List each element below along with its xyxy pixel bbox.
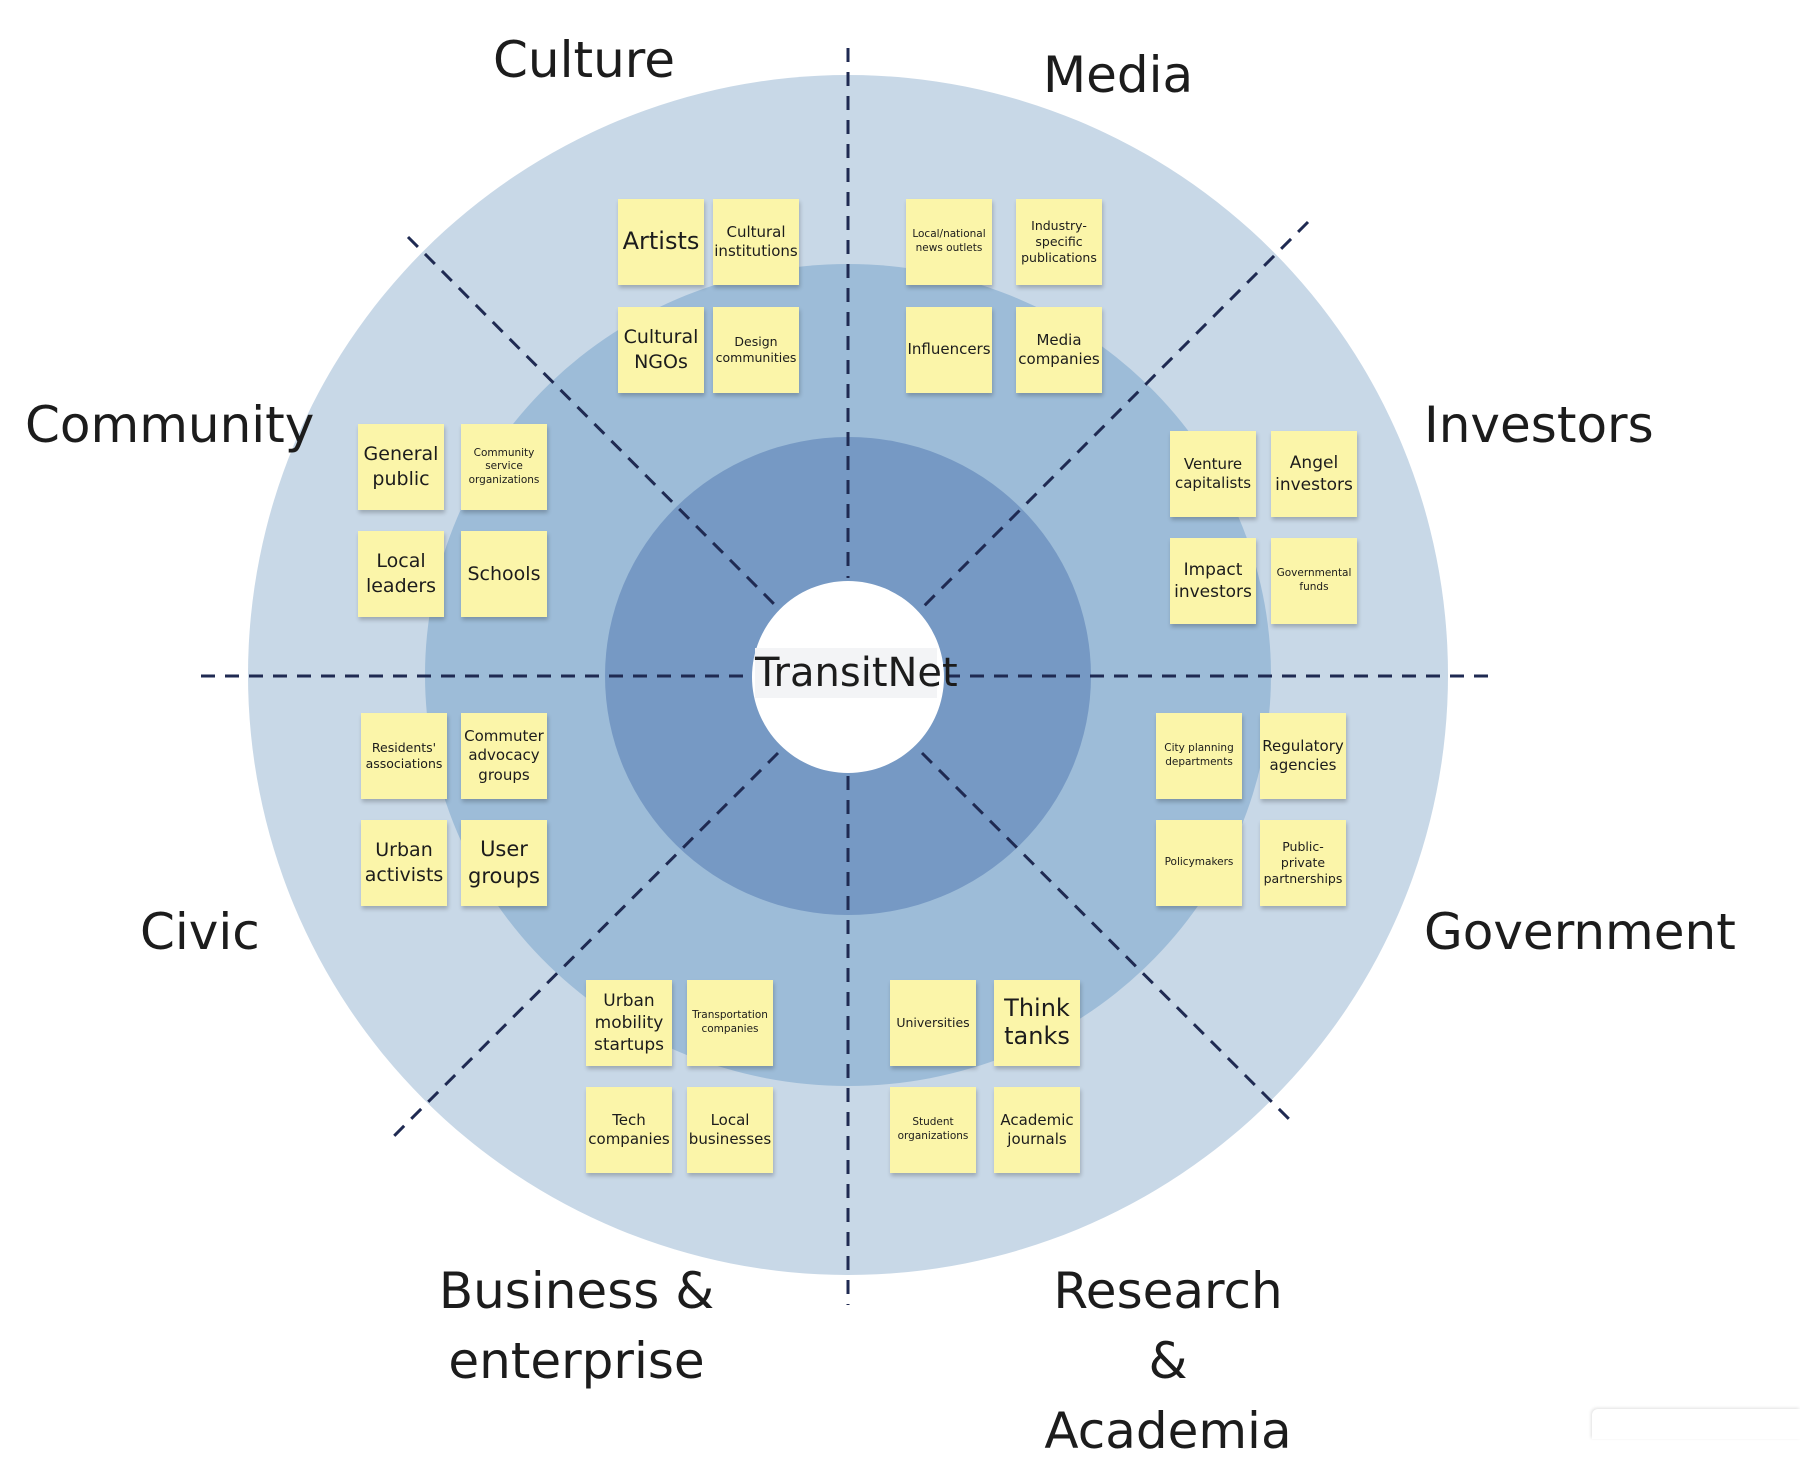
sticky-note-cultural-ngos: Cultural NGOs (618, 307, 704, 393)
sticky-note-city-planning: City planning departments (1156, 713, 1242, 799)
sticky-note-transportation-companies: Transportation companies (687, 980, 773, 1066)
sticky-note-user-groups: User groups (461, 820, 547, 906)
note-text: Local leaders (365, 550, 437, 597)
sector-label-investors: Investors (1424, 396, 1654, 454)
note-text: General public (363, 443, 439, 490)
divider-diagonal-lower-left (391, 751, 780, 1139)
note-text: Think tanks (1004, 994, 1070, 1050)
hub-label: TransitNet (755, 648, 958, 698)
sticky-note-industry-publications: Industry-specific publications (1016, 199, 1102, 285)
sector-label-government: Government (1424, 903, 1736, 961)
sticky-note-student-organizations: Student organizations (890, 1087, 976, 1173)
sticky-note-commuter-advocacy-groups: Commuter advocacy groups (461, 713, 547, 799)
note-text: Tech companies (588, 1110, 670, 1149)
divider-diagonal-upper-left (406, 235, 780, 610)
note-text: City planning departments (1164, 742, 1234, 768)
note-text: Policymakers (1164, 856, 1234, 869)
sticky-note-public-private-partnerships: Public-private partnerships (1260, 820, 1346, 906)
divider-diagonal-upper-right (920, 220, 1310, 610)
note-text: Residents' associations (365, 739, 443, 771)
sticky-note-academic-journals: Academic journals (994, 1087, 1080, 1173)
note-text: Commuter advocacy groups (464, 726, 544, 784)
note-text: Schools (467, 562, 541, 585)
sector-label-community: Community (25, 396, 315, 454)
sticky-note-regulatory-agencies: Regulatory agencies (1260, 713, 1346, 799)
note-text: Student organizations (897, 1116, 969, 1142)
note-text: Influencers (907, 340, 991, 359)
note-text: Governmental funds (1276, 567, 1352, 593)
sticky-note-media-companies: Media companies (1016, 307, 1102, 393)
sector-label-civic: Civic (140, 903, 260, 961)
note-text: Universities (896, 1014, 970, 1030)
note-text: Regulatory agencies (1262, 736, 1344, 775)
note-text: Public-private partnerships (1263, 838, 1343, 887)
sticky-note-schools: Schools (461, 531, 547, 617)
note-text: Venture capitalists (1174, 454, 1252, 493)
sticky-note-venture-capitalists: Venture capitalists (1170, 431, 1256, 517)
note-text: Industry-specific publications (1021, 217, 1097, 266)
sticky-note-design-communities: Design communities (713, 307, 799, 393)
note-text: Local/national news outlets (912, 228, 986, 254)
sticky-note-news-outlets: Local/national news outlets (906, 199, 992, 285)
divider-diagonal-lower-right (920, 751, 1294, 1124)
sticky-note-policymakers: Policymakers (1156, 820, 1242, 906)
sticky-note-residents-associations: Residents' associations (361, 713, 447, 799)
sticky-note-local-businesses: Local businesses (687, 1087, 773, 1173)
note-text: Angel investors (1275, 452, 1353, 495)
note-text: Local businesses (688, 1110, 772, 1149)
note-text: Cultural institutions (714, 222, 798, 261)
note-text: Community service organizations (468, 446, 540, 486)
sticky-note-general-public: General public (358, 424, 444, 510)
note-text: Artists (622, 227, 700, 256)
sticky-note-impact-investors: Impact investors (1170, 538, 1256, 624)
note-text: Cultural NGOs (623, 326, 699, 373)
sticky-note-local-leaders: Local leaders (358, 531, 444, 617)
note-text: Transportation companies (692, 1009, 768, 1035)
sticky-note-universities: Universities (890, 980, 976, 1066)
sticky-note-community-service-organizations: Community service organizations (461, 424, 547, 510)
sector-label-media: Media (1043, 46, 1194, 104)
note-text: User groups (468, 836, 540, 888)
sticky-note-think-tanks: Think tanks (994, 980, 1080, 1066)
sector-label-research-academia: Research & Academia (1044, 1262, 1292, 1460)
note-text: Media companies (1018, 330, 1100, 369)
sticky-note-angel-investors: Angel investors (1271, 431, 1357, 517)
sticky-note-artists: Artists (618, 199, 704, 285)
sector-label-business-enterprise: Business & enterprise (438, 1262, 715, 1390)
sticky-note-influencers: Influencers (906, 307, 992, 393)
sticky-note-tech-companies: Tech companies (586, 1087, 672, 1173)
note-text: Urban mobility startups (593, 990, 665, 1056)
sector-label-culture: Culture (493, 31, 676, 89)
note-text: Academic journals (1000, 1110, 1074, 1149)
note-text: Design communities (715, 333, 797, 365)
sticky-note-cultural-institutions: Cultural institutions (713, 199, 799, 285)
sticky-note-governmental-funds: Governmental funds (1271, 538, 1357, 624)
note-text: Impact investors (1174, 559, 1252, 602)
sticky-note-urban-mobility-startups: Urban mobility startups (586, 980, 672, 1066)
corner-overlay-panel (1592, 1409, 1800, 1439)
sticky-note-urban-activists: Urban activists (361, 820, 447, 906)
note-text: Urban activists (364, 839, 444, 886)
